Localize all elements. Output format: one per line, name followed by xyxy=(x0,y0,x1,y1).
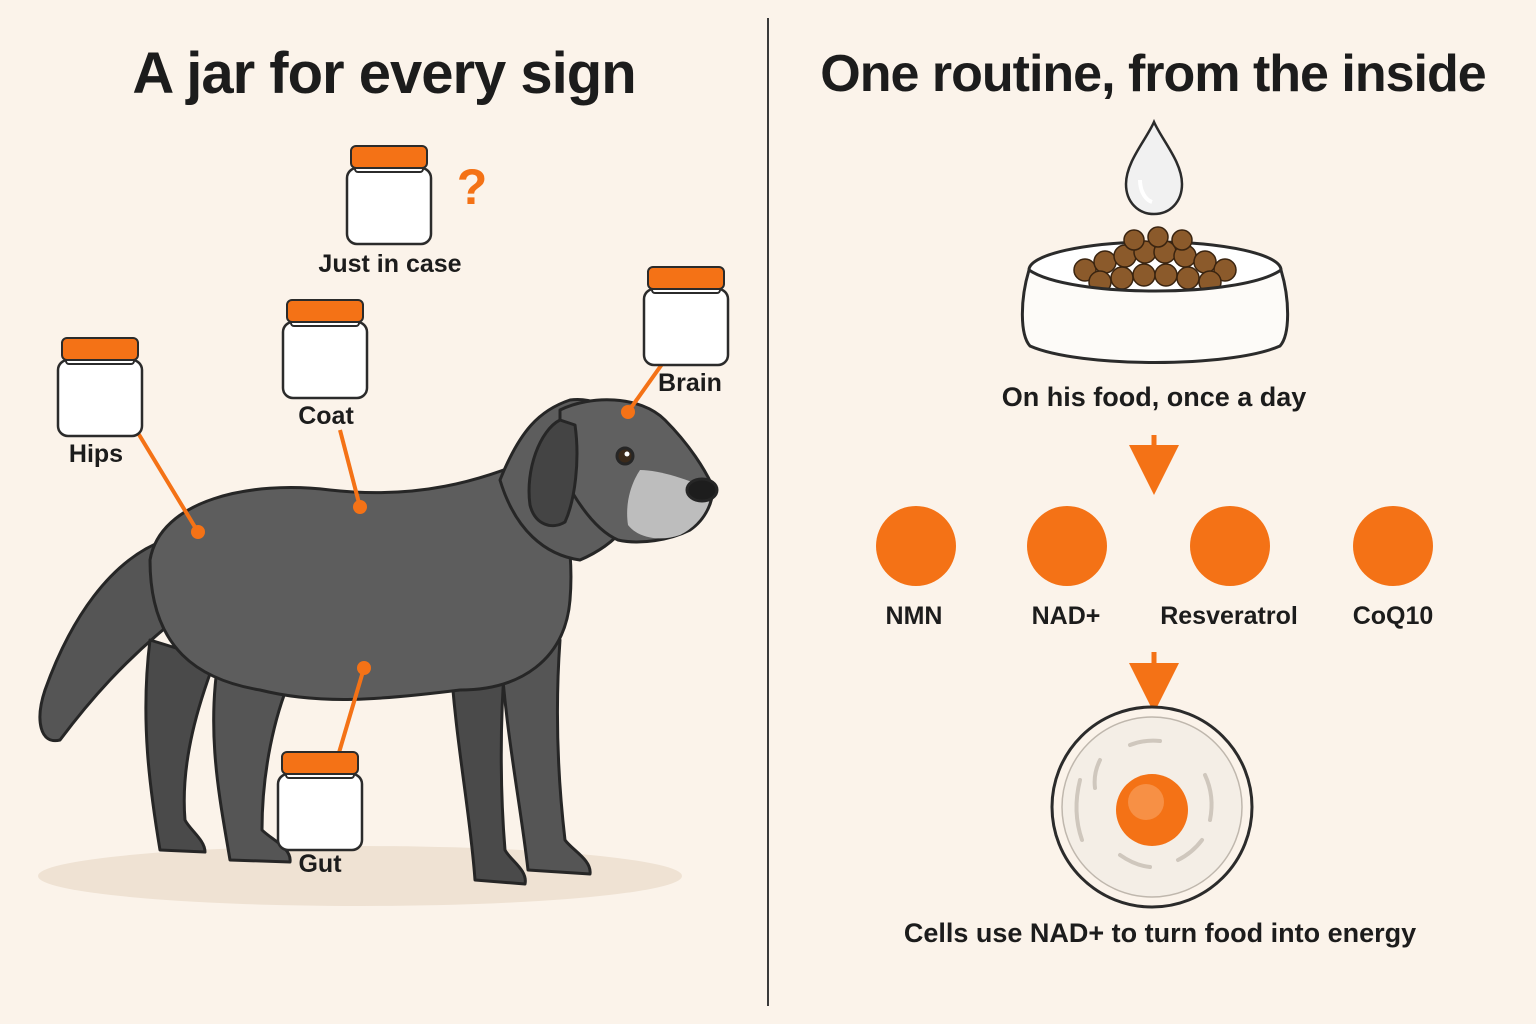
left-panel-heading: A jar for every sign xyxy=(132,41,636,106)
senior-dog-illustration xyxy=(38,398,719,886)
jar-just-in-case xyxy=(345,144,433,246)
right-panel-heading: One routine, from the inside xyxy=(820,45,1486,103)
ingredient-circle-nmn xyxy=(876,506,956,586)
jar-label-gut: Gut xyxy=(298,850,342,878)
hips-dot xyxy=(191,525,205,539)
dog-front-leg-near xyxy=(498,638,592,876)
jar-label-just-in-case: Just in case xyxy=(318,250,462,278)
jar-gut xyxy=(276,750,364,852)
brain-dot xyxy=(621,405,635,419)
ingredient-label-nad: NAD+ xyxy=(1031,602,1101,630)
brain-connector xyxy=(626,358,667,414)
jar-label-brain: Brain xyxy=(658,369,722,397)
dog-eye xyxy=(615,446,635,466)
gut-connector xyxy=(336,667,366,757)
dog-front-leg-far xyxy=(448,648,527,886)
dog-tail xyxy=(38,538,177,743)
question-mark: ? xyxy=(456,159,488,215)
gut-dot xyxy=(357,661,371,675)
dog-ear xyxy=(527,418,579,528)
food-caption: On his food, once a day xyxy=(1001,382,1307,412)
ingredient-circle-nad xyxy=(1027,506,1107,586)
dog-back-leg-far xyxy=(144,638,217,854)
cell-caption: Cells use NAD+ to turn food into energy xyxy=(903,918,1417,948)
connectors xyxy=(133,358,667,757)
jar-hips xyxy=(56,336,144,438)
dog-body xyxy=(148,458,573,701)
ingredient-label-nmn: NMN xyxy=(885,602,943,630)
cell-icon xyxy=(1050,705,1254,909)
jar-brain xyxy=(642,265,730,367)
oil-drop-icon xyxy=(1124,118,1184,216)
coat-dot xyxy=(353,500,367,514)
coat-connector xyxy=(338,429,362,508)
ingredient-circle-resveratrol xyxy=(1190,506,1270,586)
ingredient-label-resveratrol: Resveratrol xyxy=(1160,602,1298,630)
jar-label-coat: Coat xyxy=(298,402,354,430)
ingredient-label-coq10: CoQ10 xyxy=(1352,602,1434,630)
jar-label-hips: Hips xyxy=(68,440,124,468)
ingredient-circle-coq10 xyxy=(1353,506,1433,586)
dog-shadow xyxy=(38,846,682,906)
panel-divider xyxy=(767,18,769,1006)
dog-nose xyxy=(685,477,719,503)
food-bowl-icon xyxy=(1020,226,1290,364)
jar-coat xyxy=(281,298,369,400)
hips-connector xyxy=(133,426,200,534)
